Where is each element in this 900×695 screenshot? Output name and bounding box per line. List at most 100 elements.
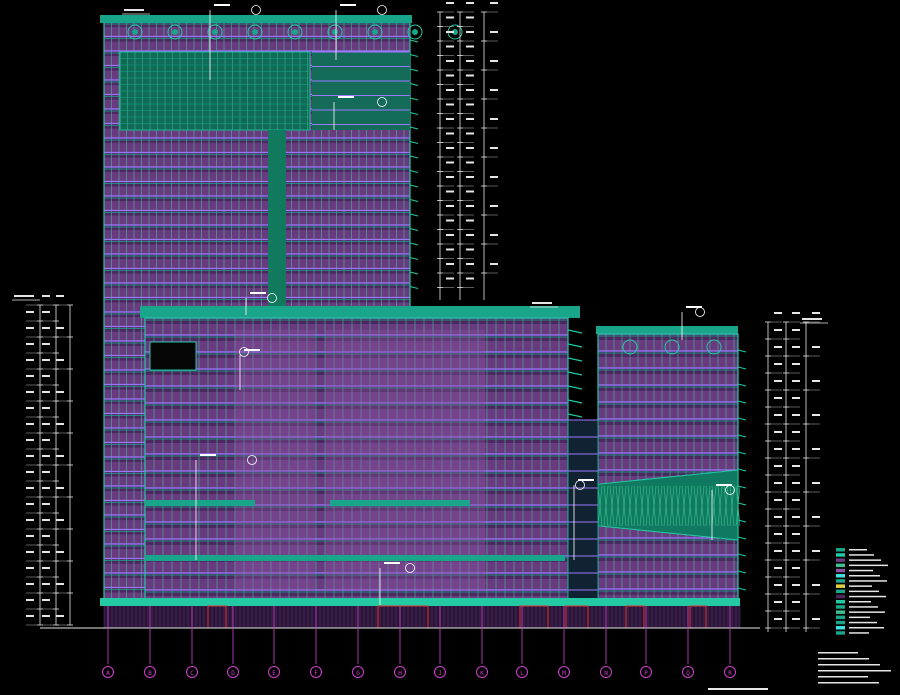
screen-hatch bbox=[609, 485, 615, 527]
dim-text-mark bbox=[446, 60, 454, 62]
grid-axis-bubble bbox=[724, 666, 736, 678]
annot-text-mark bbox=[250, 292, 266, 294]
grid-axis-bubble bbox=[394, 666, 406, 678]
dim-text-mark bbox=[774, 516, 782, 518]
dim-text-mark bbox=[56, 423, 64, 425]
dim-text-mark bbox=[774, 567, 782, 569]
cantilever-edge bbox=[567, 385, 583, 390]
annot-text-mark bbox=[578, 479, 594, 481]
dim-text-mark bbox=[774, 499, 782, 501]
dim-text-mark bbox=[490, 205, 498, 207]
dim-text-mark bbox=[774, 482, 782, 484]
spandrel-band bbox=[145, 522, 568, 528]
grid-axis-bubble bbox=[102, 666, 114, 678]
balcony-tick bbox=[409, 83, 419, 86]
screen-hatch bbox=[693, 485, 699, 527]
dim-text-mark bbox=[446, 103, 454, 106]
dim-text-mark bbox=[774, 312, 782, 314]
legend-swatch bbox=[836, 584, 845, 588]
rooftop-fan-hub bbox=[172, 29, 178, 35]
dim-text-mark bbox=[466, 103, 474, 106]
tower-parapet bbox=[100, 15, 412, 23]
spandrel-band bbox=[104, 254, 410, 260]
level-text-mark bbox=[124, 9, 144, 11]
rooftop-fan-symbol bbox=[207, 24, 223, 40]
dim-text-mark bbox=[490, 147, 498, 149]
spandrel-band bbox=[145, 471, 568, 477]
dim-text-mark bbox=[466, 89, 474, 91]
legend-text-mark bbox=[849, 601, 871, 603]
spandrel-band bbox=[598, 402, 738, 408]
dim-text-mark bbox=[446, 74, 454, 77]
dim-text-mark bbox=[42, 487, 50, 489]
dim-text-mark bbox=[774, 550, 782, 552]
dim-text-mark bbox=[446, 161, 454, 164]
level-text-mark bbox=[14, 295, 34, 297]
dark-opening bbox=[149, 341, 197, 371]
annot-text-mark bbox=[214, 4, 230, 6]
podium-block bbox=[140, 306, 583, 601]
dim-text-mark bbox=[26, 343, 34, 345]
canopy-band bbox=[145, 500, 255, 506]
dim-text-mark bbox=[490, 60, 498, 62]
grid-axis-bubble bbox=[434, 666, 446, 678]
dim-text-mark bbox=[466, 31, 474, 33]
grid-axis-label: M bbox=[562, 670, 566, 677]
dim-text-mark bbox=[792, 312, 800, 314]
legend-swatch bbox=[836, 558, 845, 562]
dim-text-mark bbox=[26, 583, 34, 585]
grid-axis-bubble bbox=[144, 666, 156, 678]
dim-text-mark bbox=[774, 465, 782, 467]
core-stripe bbox=[268, 130, 286, 310]
legend-swatch bbox=[836, 548, 845, 552]
dim-text-mark bbox=[466, 248, 474, 251]
dim-text-mark bbox=[792, 448, 800, 450]
screen-hatch bbox=[699, 485, 705, 527]
grid-axis-label: N bbox=[604, 670, 608, 677]
leader-annotations bbox=[12, 4, 828, 605]
balcony-tick bbox=[409, 271, 419, 275]
dim-text-mark bbox=[42, 311, 50, 313]
rooftop-fan-symbol bbox=[127, 24, 143, 40]
legend-text-mark bbox=[849, 549, 867, 551]
legend-swatch bbox=[836, 589, 845, 594]
screen-hatch bbox=[603, 485, 609, 527]
dim-text-mark bbox=[446, 219, 454, 222]
note-text-mark bbox=[818, 664, 880, 666]
spandrel-band bbox=[145, 437, 568, 443]
legend-swatch bbox=[836, 615, 845, 620]
cantilever-edge bbox=[567, 413, 583, 418]
legend-swatch bbox=[836, 626, 845, 630]
dim-text-mark bbox=[26, 519, 34, 521]
dim-text-mark bbox=[792, 414, 800, 416]
section-mark bbox=[377, 97, 387, 107]
spandrel-band bbox=[598, 453, 738, 459]
note-text-mark bbox=[818, 676, 868, 678]
dim-text-mark bbox=[490, 31, 498, 33]
rooftop-fan-hub bbox=[412, 29, 418, 35]
spandrel-band bbox=[145, 539, 568, 545]
grid-axis-bubble bbox=[352, 666, 364, 678]
legend-swatch bbox=[836, 610, 845, 614]
dim-text-mark bbox=[792, 482, 800, 484]
grid-axis-bubble bbox=[516, 666, 528, 678]
screen-hatch bbox=[735, 485, 741, 527]
grid-axis-bubble bbox=[600, 666, 612, 678]
dim-text-mark bbox=[466, 205, 474, 207]
screen-hatch bbox=[705, 485, 711, 527]
light-facade-band bbox=[235, 330, 315, 590]
balcony-tick bbox=[409, 39, 419, 43]
balcony-tick bbox=[737, 502, 747, 506]
spandrel-band bbox=[598, 572, 738, 578]
grid-axis-label: B bbox=[148, 670, 152, 677]
dim-text-mark bbox=[792, 329, 800, 331]
balcony-tick bbox=[409, 112, 419, 115]
screen-hatch bbox=[723, 485, 729, 527]
spandrel-band bbox=[104, 196, 410, 202]
section-mark bbox=[251, 5, 261, 15]
dim-text-mark bbox=[42, 551, 50, 553]
spandrel-band bbox=[104, 225, 410, 231]
dim-text-mark bbox=[490, 234, 498, 236]
dim-text-mark bbox=[446, 234, 454, 236]
balcony-tick bbox=[737, 553, 747, 557]
